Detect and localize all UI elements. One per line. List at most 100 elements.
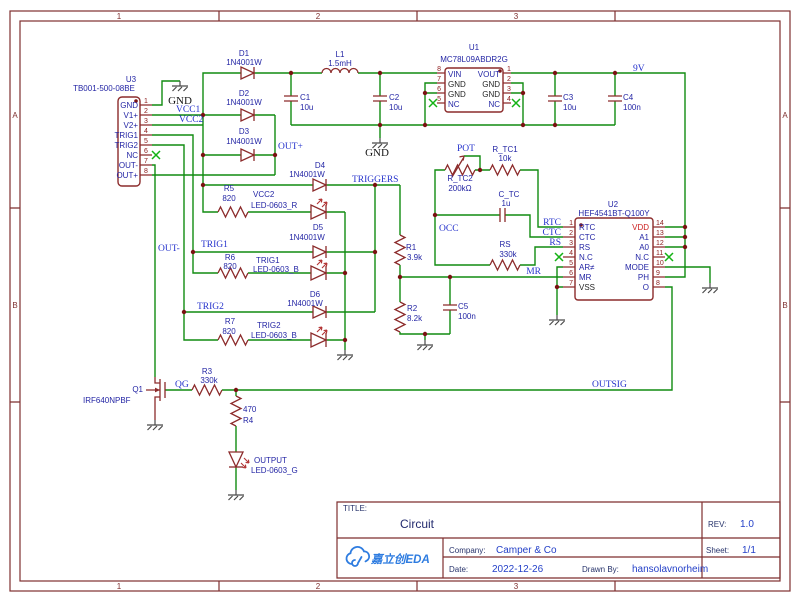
net-out-plus: OUT+ [278,142,303,152]
net-vcc1: VCC1 [176,105,201,115]
component-r1[interactable]: R1 3.9k [394,234,423,266]
component-led-blue1[interactable]: TRIG1 LED-0603_B [253,256,328,281]
component-c2[interactable]: C2 10u [372,93,402,112]
component-r4[interactable]: 470 R4 [230,395,257,427]
u2-pin-name: RS [579,243,590,252]
u2-pin-name: PH [638,273,649,282]
date-value[interactable]: 2022-12-26 [492,564,544,575]
component-r7[interactable]: R7 820 [217,317,249,346]
c4-value: 100n [623,103,641,112]
component-c1[interactable]: C1 10u [283,93,313,112]
d1-value: 1N4001W [226,58,262,67]
component-rtc1[interactable]: R_TC1 10k [489,145,521,176]
led-green-ref: OUTPUT [254,456,287,465]
u3-pin-number: 8 [144,168,148,175]
component-r2[interactable]: R2 8.2k [394,301,423,333]
u2-pin-name: RTC [579,223,596,232]
cloud-icon [345,546,371,567]
drawn-by-value[interactable]: hansolavnorheim [632,564,708,575]
c3-ref: C3 [563,93,574,102]
component-d3[interactable]: D3 1N4001W [226,127,262,162]
u3-pin-number: 4 [144,128,148,135]
u1-pin-name: VOUT [478,70,500,79]
component-rs[interactable]: RS 330k [489,240,521,271]
u2-pin-name: A0 [639,243,649,252]
frame-col-2-top: 2 [316,12,321,21]
company-label: Company: [449,546,485,555]
u1-pin-name: VIN [448,70,462,79]
component-d1[interactable]: D1 1N4001W [226,49,262,80]
component-r5[interactable]: R5 820 [217,184,249,218]
rev-value[interactable]: 1.0 [740,519,754,530]
component-led-green[interactable]: OUTPUT LED-0603_G [228,451,298,475]
net-trig2: TRIG2 [197,302,224,312]
u3-pin-name: OUT- [119,161,138,170]
title-block: TITLE: Circuit REV: 1.0 Sheet: 1/1 Compa… [336,501,781,579]
d4-ref: D4 [315,161,326,170]
r6-value: 820 [223,262,237,271]
u1-pin-number: 5 [437,96,441,103]
d3-value: 1N4001W [226,137,262,146]
component-c3[interactable]: C3 10u [547,93,576,112]
c1-value: 10u [300,103,313,112]
u3-pin-number: 5 [144,138,148,145]
c3-value: 10u [563,103,576,112]
date-label: Date: [449,565,468,574]
u2-pin-name: O [643,283,649,292]
component-d5[interactable]: D5 1N4001W [289,223,327,259]
component-u3-connector[interactable]: U3 TB001-500-08BE 1 2 3 4 5 6 7 8 GND V1… [73,75,161,187]
r3-ref: R3 [202,367,213,376]
rtc1-ref: R_TC1 [492,145,518,154]
d2-value: 1N4001W [226,98,262,107]
u1-pin-name: GND [482,80,500,89]
ctc-ref: C_TC [499,190,520,199]
r7-ref: R7 [225,317,236,326]
u1-pin-name: GND [448,90,466,99]
component-r3[interactable]: R3 330k [191,367,223,396]
component-rtc2-pot[interactable]: R_TC2 200kΩ POT [444,144,476,193]
u1-pin-number: 8 [437,66,441,73]
led-green-value: LED-0603_G [251,466,298,475]
u2-pin-name: AR≠ [579,263,595,272]
rev-label: REV: [708,520,726,529]
component-d4[interactable]: D4 1N4001W [289,161,327,192]
company-value[interactable]: Camper & Co [496,545,557,556]
rtc2-value: 200kΩ [448,184,471,193]
u2-pin-number: 3 [569,240,573,247]
u1-pin-number: 1 [507,66,511,73]
led-blue1-value: LED-0603_B [253,265,299,274]
schematic-wires[interactable] [152,72,711,490]
component-led-blue2[interactable]: TRIG2 LED-0603_B [251,321,328,348]
component-q1-mosfet[interactable]: Q1 IRF640NPBF [83,377,166,420]
u2-pin-name: CTC [579,233,596,242]
u3-value: TB001-500-08BE [73,84,135,93]
sheet-value[interactable]: 1/1 [742,545,756,556]
r5-ref: R5 [224,184,235,193]
title-value[interactable]: Circuit [400,517,435,531]
led-blue2-value: LED-0603_B [251,331,297,340]
component-d2[interactable]: D2 1N4001W [226,89,262,122]
u2-pin-number: 12 [656,240,664,247]
component-u2-timer[interactable]: U2 HEF4541BT-Q100Y 1 2 3 4 5 6 7 14 13 1… [554,200,674,301]
component-c5[interactable]: C5 100n [442,302,476,321]
c5-ref: C5 [458,302,469,311]
component-c4[interactable]: C4 100n [607,93,641,112]
led-blue1-ref: TRIG1 [256,256,280,265]
d4-value: 1N4001W [289,170,325,179]
component-d6[interactable]: D6 1N4001W [287,290,327,319]
component-l1[interactable]: L1 1.5mH [321,50,359,74]
component-ctc[interactable]: C_TC 1u [499,190,520,223]
u2-pin-name: N.C [635,253,649,262]
rs-ref: RS [499,240,510,249]
frame-row-a-right: A [782,111,788,120]
component-u1-regulator[interactable]: U1 MC78L09ABDR2G 8 7 6 5 1 2 3 4 VIN GND… [428,43,521,113]
component-r6[interactable]: R6 820 [217,253,249,279]
u2-pin-name: N.C [579,253,593,262]
d1-ref: D1 [239,49,250,58]
component-led-red[interactable]: VCC2 LED-0603_R [251,190,328,220]
u1-pin-name: NC [488,100,500,109]
r7-value: 820 [222,327,236,336]
u2-pin-number: 7 [569,280,573,287]
u3-ref: U3 [126,75,137,84]
